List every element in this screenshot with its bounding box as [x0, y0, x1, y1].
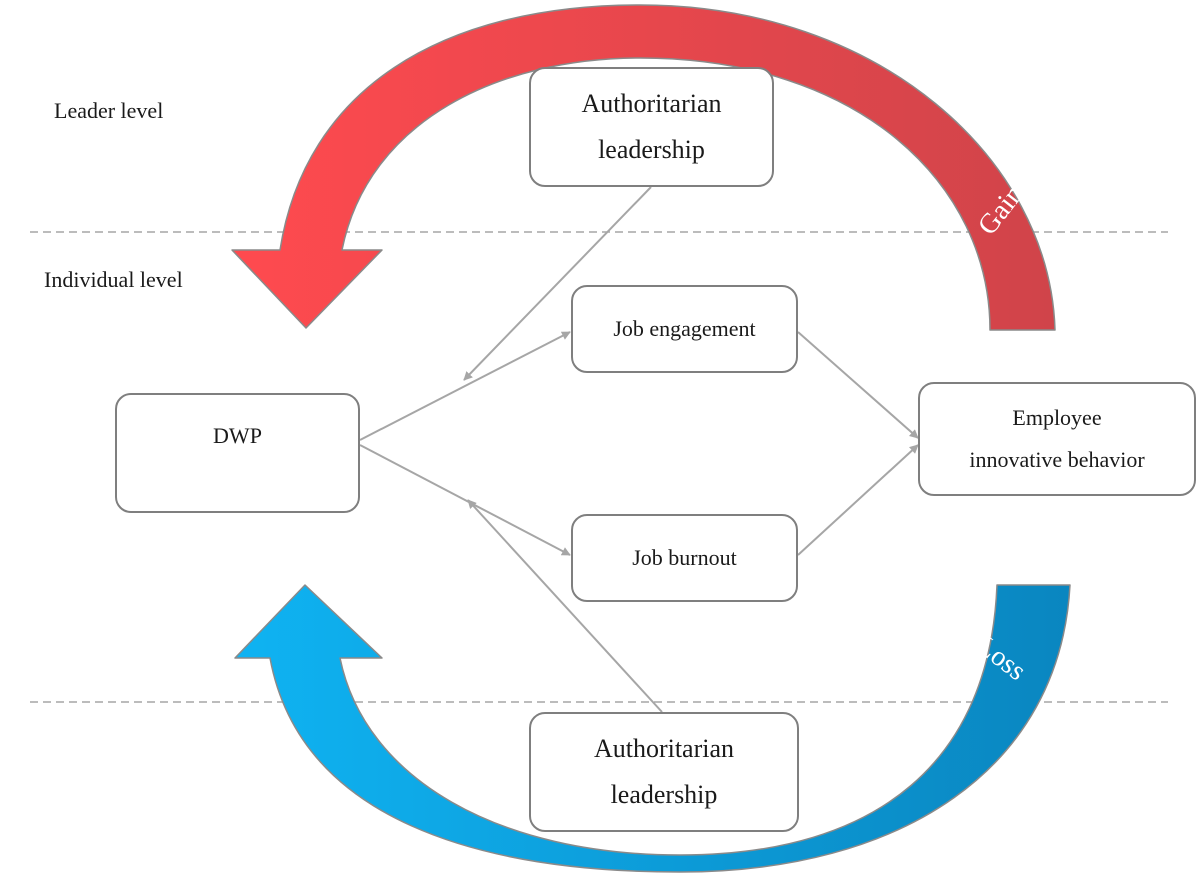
gain-cycle-arrow — [231, 4, 1056, 331]
authoritarian-leadership-top-box: Authoritarian leadership — [529, 67, 774, 187]
job-engagement-label: Job engagement — [613, 316, 756, 341]
employee-innovative-behavior-label: Employee innovative behavior — [969, 405, 1145, 472]
connector-engagement-to-behavior — [797, 331, 919, 439]
leader-level-label: Leader level — [54, 98, 164, 123]
connector-moderator-bottom — [467, 499, 663, 713]
connector-dwp-to-engagement — [359, 331, 571, 441]
job-engagement-box: Job engagement — [571, 285, 798, 373]
employee-innovative-behavior-box: Employee innovative behavior — [918, 382, 1196, 496]
loss-cycle-arrow — [234, 584, 1071, 873]
dwp-label: DWP — [213, 423, 262, 448]
individual-level-label: Individual level — [44, 267, 183, 292]
job-burnout-label: Job burnout — [632, 545, 737, 570]
authoritarian-leadership-bottom-box: Authoritarian leadership — [529, 712, 799, 832]
connector-moderator-top — [463, 186, 652, 381]
authoritarian-leadership-top-label: Authoritarian leadership — [581, 89, 722, 164]
job-burnout-box: Job burnout — [571, 514, 798, 602]
connector-dwp-to-burnout — [359, 444, 571, 556]
connector-burnout-to-behavior — [797, 444, 919, 556]
dwp-box: DWP — [115, 393, 360, 513]
authoritarian-leadership-bottom-label: Authoritarian leadership — [593, 734, 735, 809]
